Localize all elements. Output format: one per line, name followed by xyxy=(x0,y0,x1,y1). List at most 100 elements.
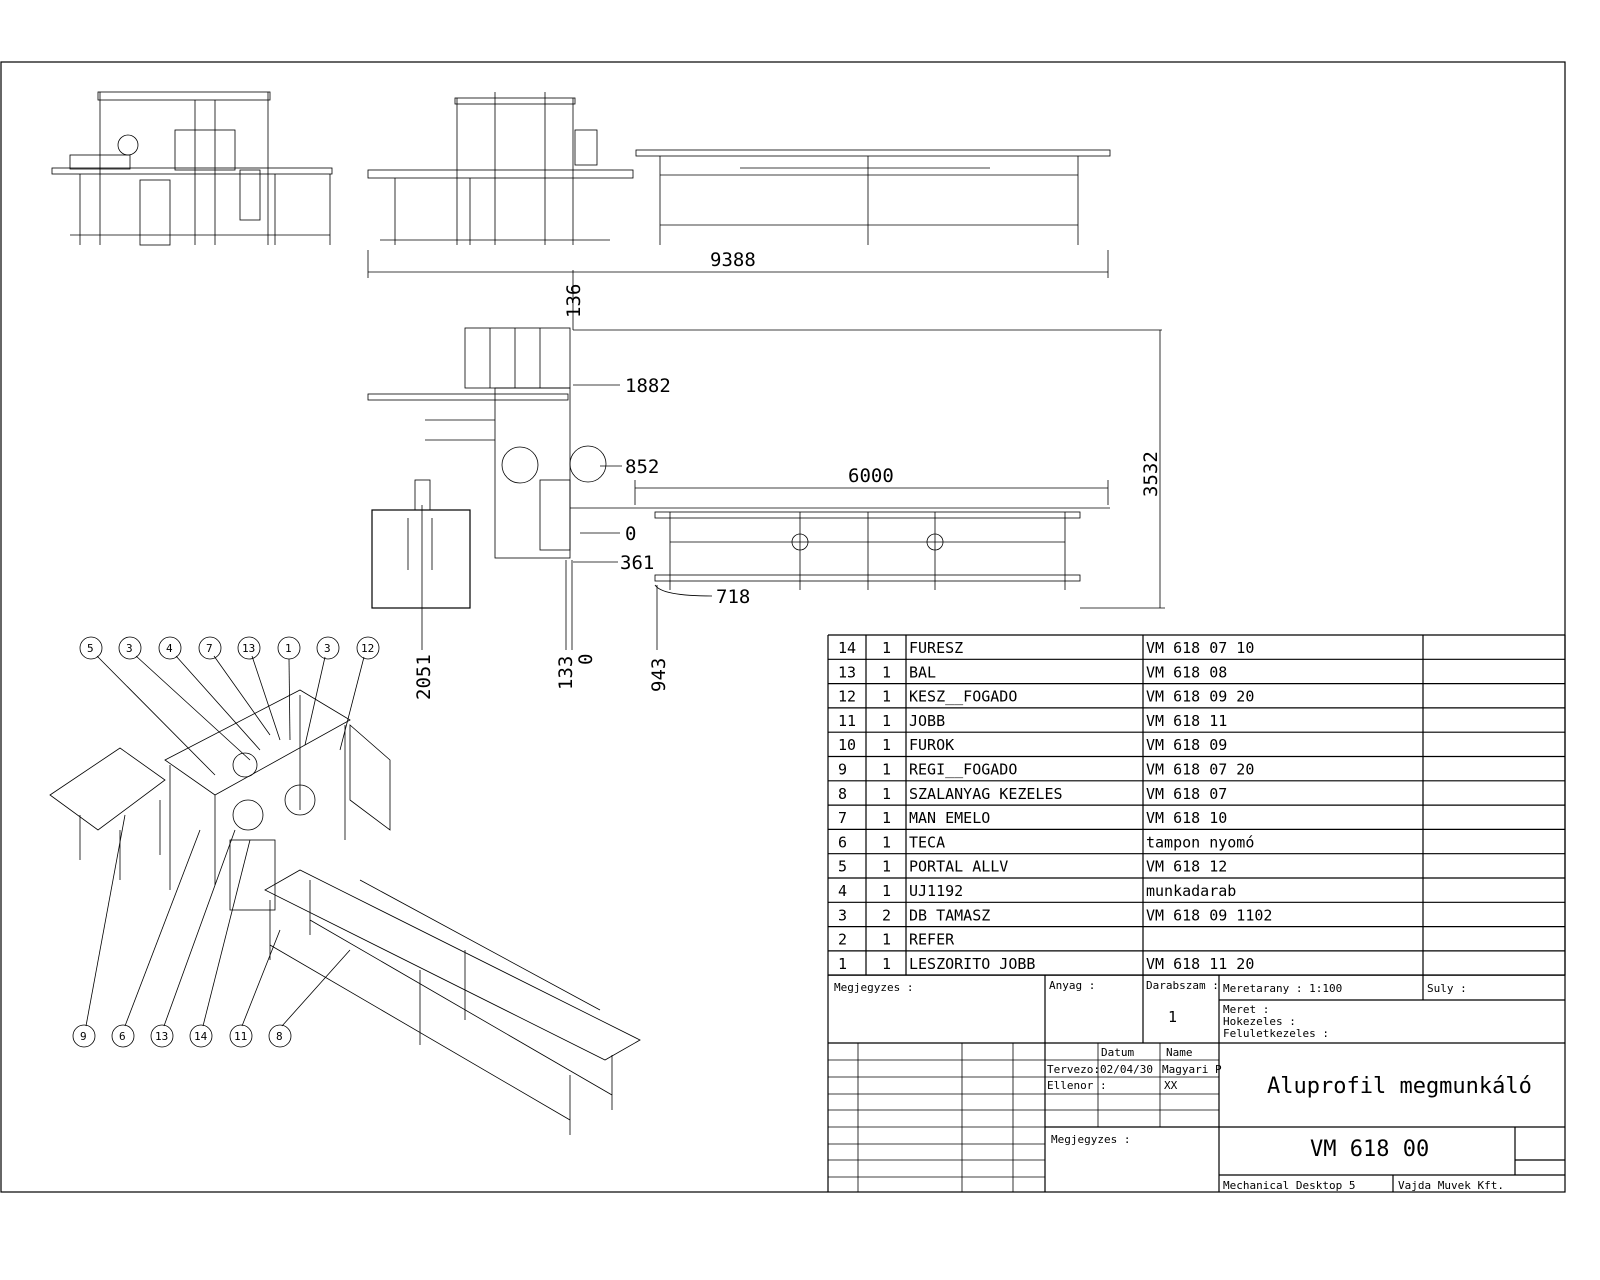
software-label: Mechanical Desktop 5 xyxy=(1223,1179,1355,1192)
part-quantity: 1 xyxy=(882,858,891,876)
ellenor-name: XX xyxy=(1164,1079,1178,1092)
svg-text:12: 12 xyxy=(361,642,374,655)
part-quantity: 1 xyxy=(882,688,891,706)
part-quantity: 1 xyxy=(882,809,891,827)
dim-9388-label: 9388 xyxy=(710,249,756,271)
part-name: JOBB xyxy=(909,712,945,730)
part-quantity: 2 xyxy=(882,906,891,924)
dimension-9388: 9388 xyxy=(367,249,1109,278)
svg-text:13: 13 xyxy=(155,1030,168,1043)
part-name: REFER xyxy=(909,931,955,949)
dim-852-label: 852 xyxy=(625,456,659,478)
tervezo-label: Tervezo: xyxy=(1047,1063,1100,1076)
part-name: MAN EMELO xyxy=(909,809,990,827)
dim-133-label: 133 xyxy=(555,656,577,690)
dim-0-right-label: 0 xyxy=(625,523,636,545)
hokezeles-label: Hokezeles : xyxy=(1223,1015,1296,1028)
balloon-9: 9 xyxy=(72,814,126,1048)
side-view xyxy=(367,92,1111,245)
balloon-14: 14 xyxy=(189,839,251,1048)
balloon-8: 8 xyxy=(268,949,351,1048)
svg-text:9: 9 xyxy=(80,1030,87,1043)
part-quantity: 1 xyxy=(882,712,891,730)
balloon-11: 11 xyxy=(229,929,281,1048)
part-position: 9 xyxy=(838,761,847,779)
dim-361-label: 361 xyxy=(620,552,654,574)
balloons-top: 5 3 4 7 13 1 3 12 xyxy=(79,636,380,776)
part-name: FURESZ xyxy=(909,639,963,657)
part-name: REGI__FOGADO xyxy=(909,761,1017,779)
name-header: Name xyxy=(1166,1046,1193,1059)
part-position: 14 xyxy=(838,639,856,657)
part-drawing-number: munkadarab xyxy=(1146,882,1236,900)
dim-0-bottom-label: 0 xyxy=(575,654,597,665)
svg-text:14: 14 xyxy=(194,1030,208,1043)
part-quantity: 1 xyxy=(882,955,891,973)
part-position: 8 xyxy=(838,785,847,803)
part-drawing-number: VM 618 09 20 xyxy=(1146,688,1254,706)
part-drawing-number: VM 618 08 xyxy=(1146,663,1227,681)
part-drawing-number: VM 618 07 20 xyxy=(1146,761,1254,779)
tervezo-name: Magyari P xyxy=(1162,1063,1222,1076)
svg-text:3: 3 xyxy=(126,642,133,655)
datum-header: Datum xyxy=(1101,1046,1134,1059)
dim-6000-label: 6000 xyxy=(848,465,894,487)
svg-text:13: 13 xyxy=(242,642,255,655)
dim-3532-label: 3532 xyxy=(1140,451,1162,497)
part-name: SZALANYAG KEZELES xyxy=(909,785,1063,803)
part-name: FUROK xyxy=(909,736,954,754)
part-position: 11 xyxy=(838,712,856,730)
anyag-label: Anyag : xyxy=(1049,979,1095,992)
part-quantity: 1 xyxy=(882,663,891,681)
part-name: BAL xyxy=(909,663,936,681)
company-label: Vajda Muvek Kft. xyxy=(1398,1179,1504,1192)
balloon-1: 1 xyxy=(277,636,301,741)
part-position: 1 xyxy=(838,955,847,973)
part-name: DB TAMASZ xyxy=(909,906,990,924)
darabszam-label: Darabszam : xyxy=(1146,979,1219,992)
balloon-3: 3 xyxy=(118,636,251,761)
meretarany: Meretarany : 1:100 xyxy=(1223,982,1342,995)
meret-label: Meret : xyxy=(1223,1003,1269,1016)
part-position: 10 xyxy=(838,736,856,754)
suly-label: Suly : xyxy=(1427,982,1467,995)
part-drawing-number: VM 618 11 xyxy=(1146,712,1227,730)
part-quantity: 1 xyxy=(882,833,891,851)
dim-2051-label: 2051 xyxy=(413,654,435,700)
part-position: 12 xyxy=(838,688,856,706)
part-name: LESZORITO JOBB xyxy=(909,955,1035,973)
balloon-6: 6 xyxy=(111,829,201,1048)
drawing-number: VM 618 00 xyxy=(1310,1137,1429,1162)
title-block: Megjegyzes : Anyag : Darabszam : 1 Meret… xyxy=(827,974,1565,1192)
part-drawing-number: VM 618 07 xyxy=(1146,785,1227,803)
part-quantity: 1 xyxy=(882,639,891,657)
balloons-bottom: 9 6 13 14 11 8 xyxy=(72,814,351,1048)
balloon-5: 5 xyxy=(79,636,216,776)
svg-text:4: 4 xyxy=(166,642,173,655)
megjegyzes2-label: Megjegyzes : xyxy=(1051,1133,1130,1146)
plan-dimensions: 136 1882 852 6000 3532 0 361 718 2051 13… xyxy=(413,270,1165,700)
dim-136-label: 136 xyxy=(563,284,585,318)
svg-text:3: 3 xyxy=(324,642,331,655)
balloon-7: 7 xyxy=(198,636,271,736)
sheet-border xyxy=(0,61,1566,1193)
dim-718-label: 718 xyxy=(716,586,750,608)
part-drawing-number: tampon nyomó xyxy=(1146,833,1254,851)
part-name: TECA xyxy=(909,833,945,851)
ellenor-label: Ellenor : xyxy=(1047,1079,1107,1092)
svg-text:11: 11 xyxy=(234,1030,247,1043)
